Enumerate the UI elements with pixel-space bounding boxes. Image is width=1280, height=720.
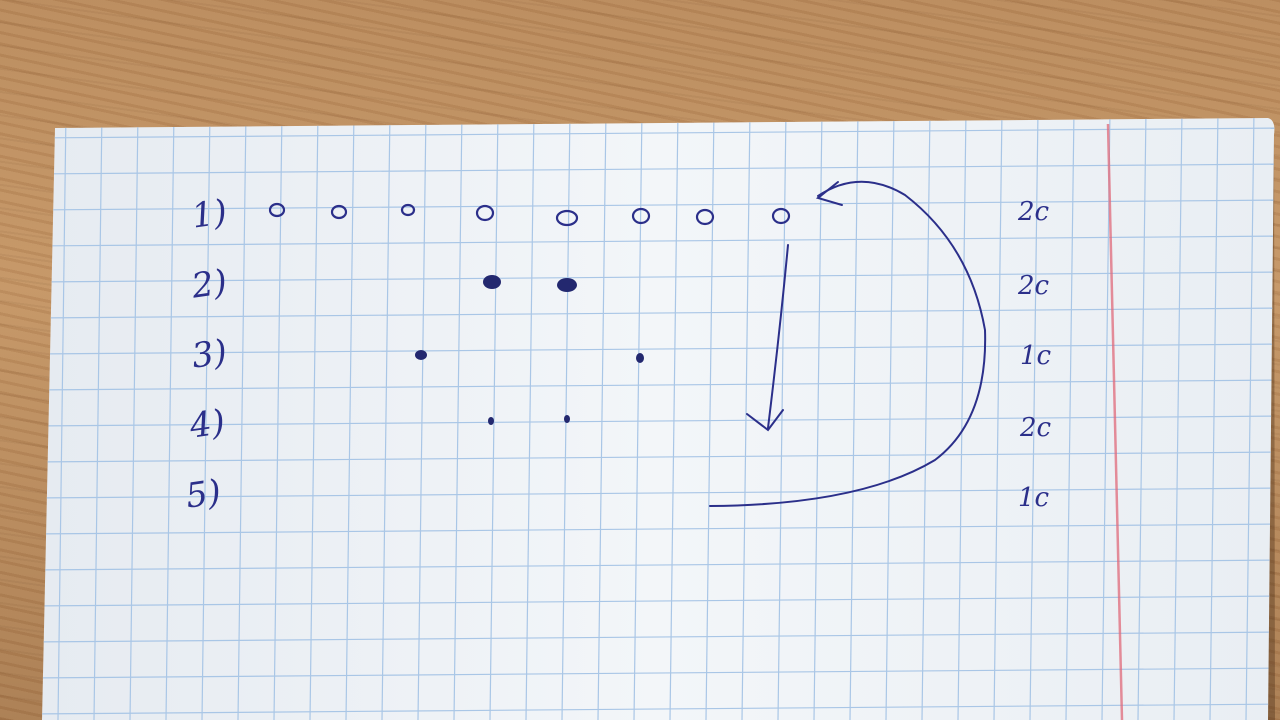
grid-line-vertical [813, 118, 823, 720]
grid-line-vertical [453, 118, 463, 720]
grid-line-vertical [489, 118, 499, 720]
grid-line-vertical [777, 118, 787, 720]
hollow-circle [555, 209, 579, 227]
filled-dot [415, 350, 427, 360]
grid-line-horizontal [42, 343, 1275, 355]
grid-line-vertical [129, 118, 139, 720]
grid-line-vertical [1137, 118, 1147, 720]
grid-line-vertical [381, 118, 391, 720]
row-3-dots [415, 350, 644, 363]
row-label-2: 2) [188, 262, 229, 307]
grid-line-vertical [417, 118, 427, 720]
grid-line-vertical [201, 118, 211, 720]
hollow-circle [330, 204, 348, 220]
grid-line-vertical [633, 118, 643, 720]
grid-line-vertical [22, 110, 30, 720]
grid-line-horizontal [42, 235, 1275, 247]
cost-label-4: 2c [1019, 413, 1052, 443]
grid-line-vertical [1173, 118, 1183, 720]
hollow-circle [268, 202, 286, 218]
cost-label-1: 2c [1017, 197, 1050, 227]
grid-line-horizontal [42, 451, 1275, 463]
grid-line-vertical [57, 118, 67, 720]
grid-line-horizontal [42, 379, 1275, 391]
grid-line-vertical [1029, 118, 1039, 720]
grid-line-vertical [1101, 118, 1111, 720]
grid-line-vertical [237, 118, 247, 720]
row-labels: 1) 2) 3) 4) 5) [183, 192, 229, 516]
row-label-1: 1) [189, 192, 229, 236]
cost-labels: 2c 2c 1c 2c 1c [1017, 197, 1052, 513]
grid-line-horizontal [42, 487, 1275, 499]
grid-line-vertical [957, 118, 967, 720]
grid-line-vertical [597, 118, 607, 720]
grid-line-vertical [849, 118, 859, 720]
hollow-circle [771, 207, 791, 225]
cost-label-2: 2c [1017, 271, 1050, 301]
grid-line-horizontal [42, 163, 1275, 175]
grid-line-vertical [705, 118, 715, 720]
hollow-circle [695, 208, 715, 226]
grid-line-vertical [309, 118, 319, 720]
grid-line-horizontal [42, 559, 1275, 571]
row-1-circles [268, 202, 791, 227]
grid-line-vertical [741, 118, 751, 720]
row-label-5: 5) [183, 472, 223, 516]
grid-line-vertical [1245, 118, 1255, 720]
row-2-dots [483, 275, 577, 292]
row-4-dots [488, 415, 570, 425]
grid-line-horizontal [42, 307, 1275, 319]
grid-line-horizontal [42, 703, 1275, 715]
grid-line-vertical [1209, 118, 1219, 720]
grid-line-horizontal [42, 523, 1275, 535]
filled-dot [483, 275, 501, 289]
grid-line-vertical [273, 118, 283, 720]
grid-line-vertical [1065, 118, 1075, 720]
row-label-3: 3) [189, 332, 229, 376]
filled-dot [557, 278, 577, 292]
grid-line-horizontal [42, 667, 1275, 679]
grid-line-horizontal [42, 199, 1275, 211]
grid-line-vertical [93, 118, 103, 720]
grid-line-vertical [921, 118, 931, 720]
hollow-circle [475, 204, 495, 222]
row-label-4: 4) [186, 402, 227, 447]
small-dot [488, 417, 494, 425]
grid-line-vertical [165, 118, 175, 720]
grid-line-vertical [345, 118, 355, 720]
grid-line-horizontal [42, 415, 1275, 427]
curved-arrow-icon [709, 180, 987, 507]
grid-line-horizontal [42, 595, 1275, 607]
hollow-circle [631, 207, 651, 225]
grid-line-horizontal [42, 127, 1275, 139]
grid-line-vertical [525, 118, 535, 720]
hollow-circle [400, 203, 416, 217]
grid-line-horizontal [42, 271, 1275, 283]
grid-line-horizontal [42, 631, 1275, 643]
grid-line-vertical [669, 118, 679, 720]
margin-line [1106, 123, 1124, 720]
grid-line-vertical [885, 118, 895, 720]
grid-line-vertical [993, 118, 1003, 720]
paper-grid [22, 110, 1275, 720]
cost-label-3: 1c [1020, 341, 1052, 371]
small-dot [564, 415, 570, 423]
arrow-down-icon [746, 244, 789, 432]
cost-label-5: 1c [1018, 483, 1050, 513]
filled-dot [636, 353, 644, 363]
